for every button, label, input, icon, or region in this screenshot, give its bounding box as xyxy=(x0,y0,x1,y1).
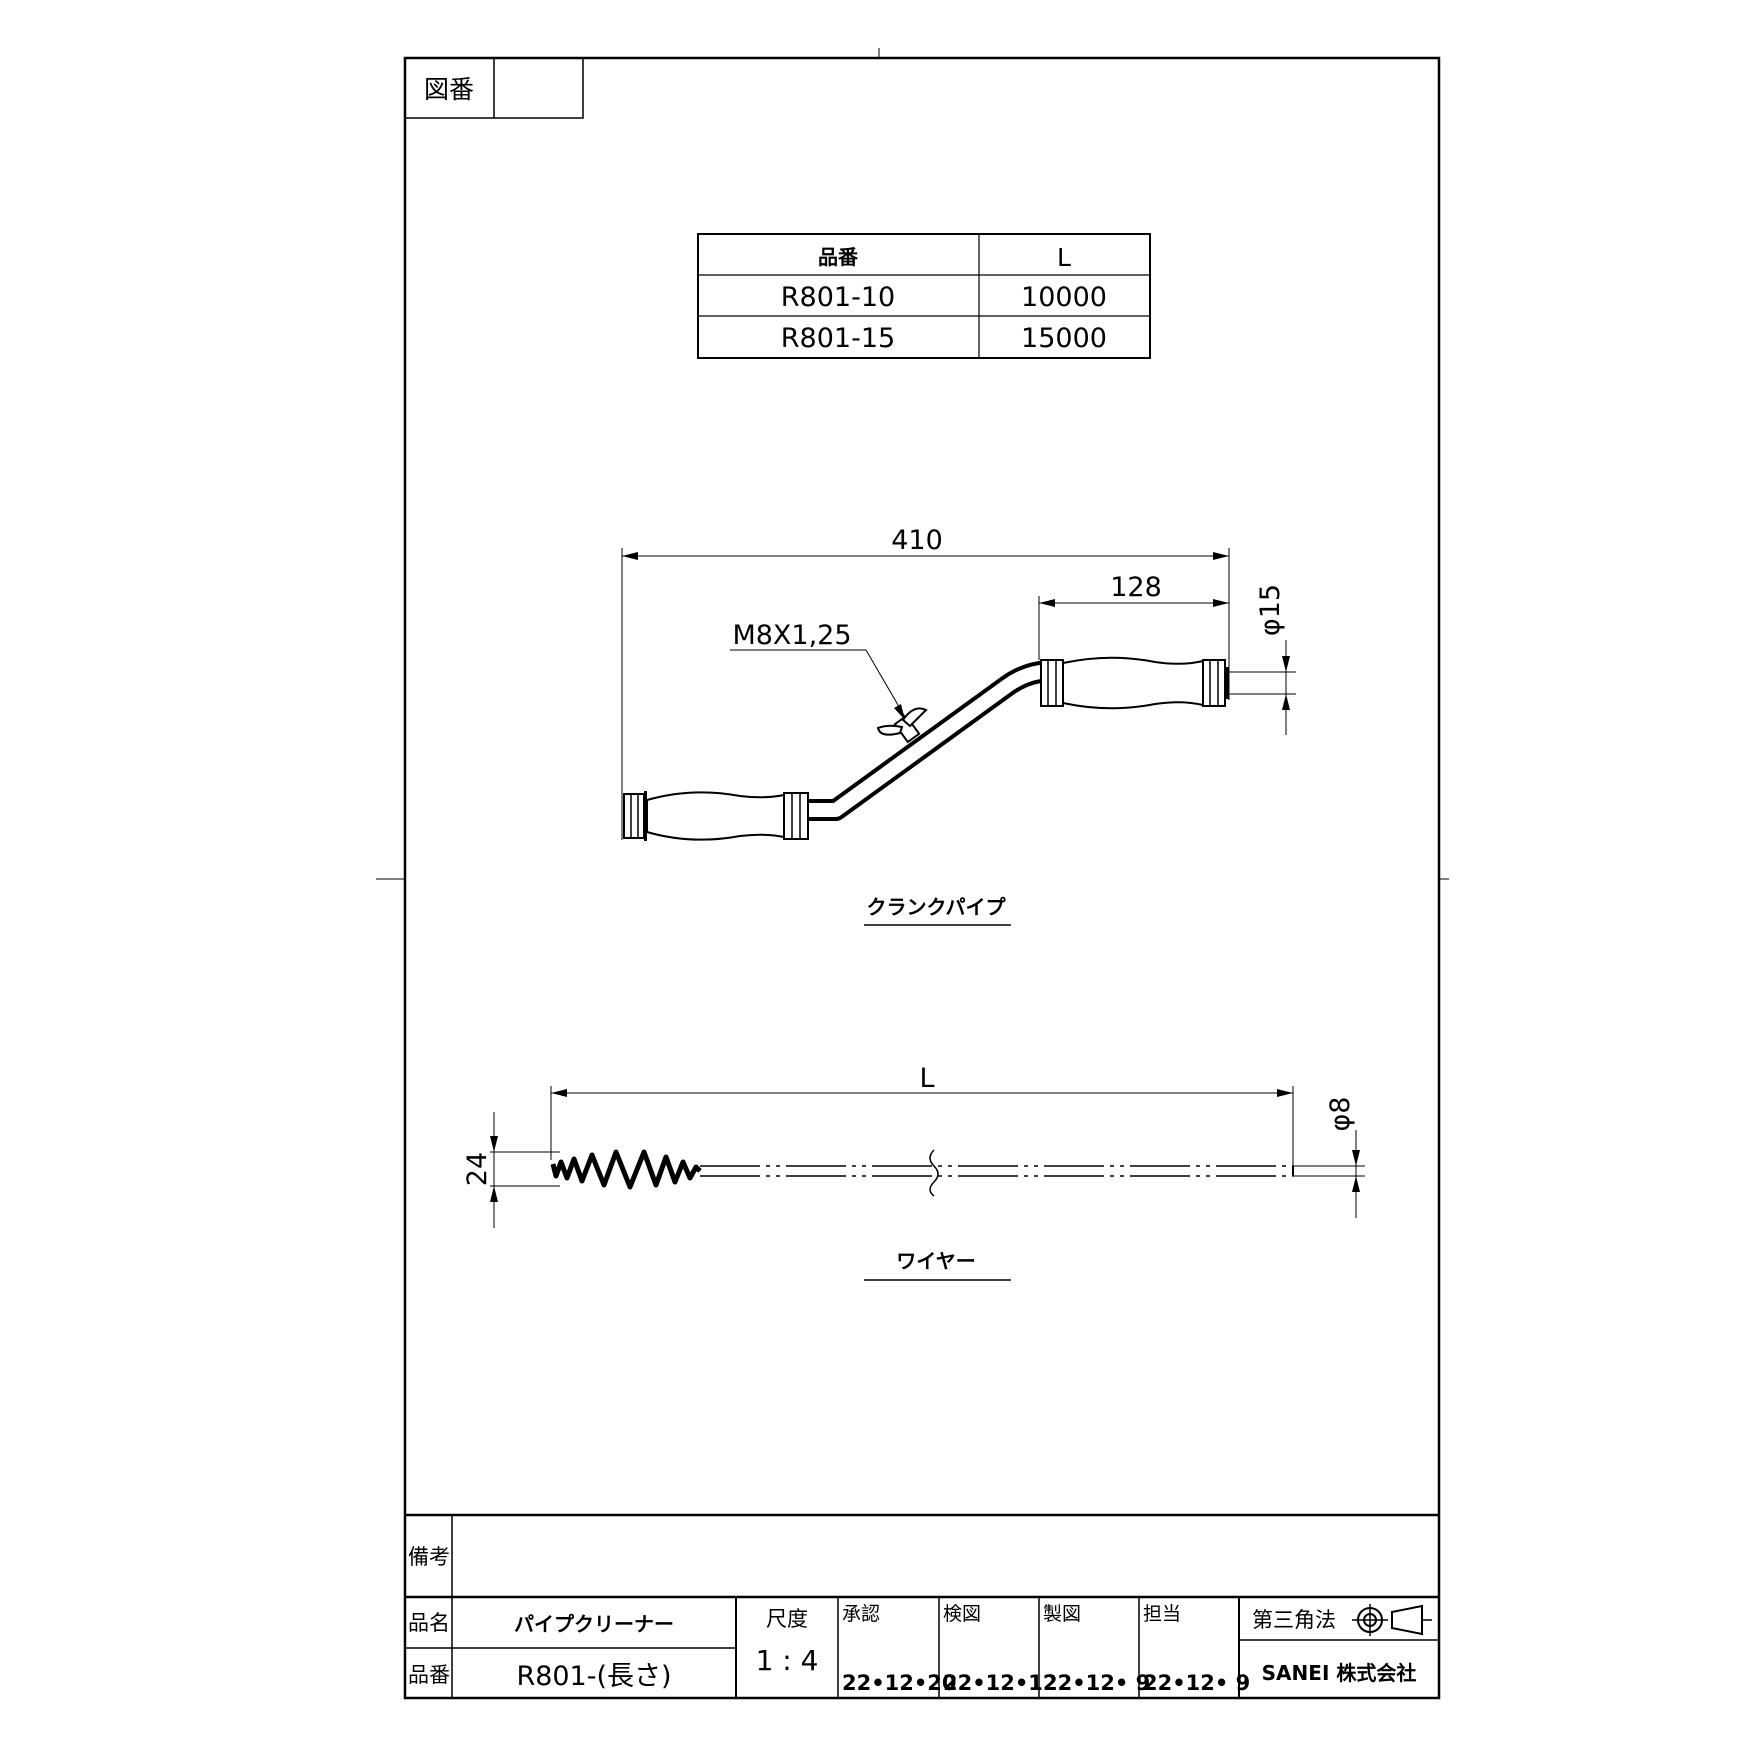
company-name: SANEI 株式会社 xyxy=(1262,1661,1417,1685)
product-name: パイプクリーナー xyxy=(514,1612,674,1636)
remarks-label: 備考 xyxy=(408,1545,450,1569)
arrowhead xyxy=(1213,599,1229,607)
drawing-number-box: 図番 xyxy=(404,57,584,119)
check-date: 22•12•12 xyxy=(943,1671,1058,1695)
arrowhead xyxy=(490,1186,498,1202)
size-table-cell-part: R801-10 xyxy=(781,282,895,313)
arrowhead xyxy=(1352,1176,1360,1192)
lower-handle xyxy=(623,791,809,841)
name-label: 品名 xyxy=(408,1611,450,1635)
person-in-charge-label: 担当 xyxy=(1143,1603,1181,1625)
size-table-cell-length: 10000 xyxy=(1021,282,1107,313)
dimension-head-text: 24 xyxy=(462,1152,493,1186)
drafted-date: 22•12• 9 xyxy=(1043,1671,1150,1695)
drawing-border xyxy=(403,56,1441,1700)
crank-pipe-view: 410 128 φ15 M8X1,25 xyxy=(621,525,1296,926)
check-label: 検図 xyxy=(943,1603,981,1625)
scale-label: 尺度 xyxy=(766,1607,808,1631)
wire-view: L 24 φ8 ワイヤー xyxy=(462,1063,1365,1281)
person-in-charge-date: 22•12• 9 xyxy=(1143,1671,1250,1695)
title-block: 備考 品名 パイプクリーナー 品番 R801-(長さ) 尺度 1 : 4 承認 … xyxy=(405,1513,1439,1698)
dimension-overall-text: 410 xyxy=(891,525,943,556)
arrowhead xyxy=(622,552,638,560)
size-table-header-part: 品番 xyxy=(818,245,859,269)
size-table-header-length: L xyxy=(1057,243,1071,272)
dimension-grip-text: 128 xyxy=(1110,572,1162,603)
spring-head xyxy=(550,1149,702,1190)
arrowhead xyxy=(490,1136,498,1152)
upper-handle xyxy=(1040,656,1229,710)
crank-rod-inner xyxy=(808,665,1047,817)
arrowhead xyxy=(1039,599,1055,607)
size-table: 品番 L R801-10 10000 R801-15 15000 xyxy=(697,233,1151,359)
size-table-cell-part: R801-15 xyxy=(781,323,895,354)
crank-pipe-caption: クランクパイプ xyxy=(867,895,1007,919)
dimension-diameter-text: φ15 xyxy=(1255,584,1286,636)
arrowhead xyxy=(894,704,905,720)
dimension-length-text: L xyxy=(919,1063,934,1094)
wing-nut xyxy=(876,707,928,744)
approval-date: 22•12•20 xyxy=(842,1671,957,1695)
arrowhead xyxy=(1352,1150,1360,1166)
thread-callout-text: M8X1,25 xyxy=(732,620,851,651)
wire-caption: ワイヤー xyxy=(896,1249,975,1273)
drafted-label: 製図 xyxy=(1043,1603,1081,1625)
scale-value: 1 : 4 xyxy=(756,1644,819,1677)
arrowhead xyxy=(1282,656,1290,672)
arrowhead xyxy=(1213,552,1229,560)
arrowhead xyxy=(1277,1089,1293,1097)
part-number-label: 品番 xyxy=(408,1663,450,1687)
arrowhead xyxy=(1282,694,1290,710)
approval-label: 承認 xyxy=(842,1603,880,1625)
size-table-cell-length: 15000 xyxy=(1021,323,1107,354)
break-symbol xyxy=(929,1149,939,1197)
part-number-value: R801-(長さ) xyxy=(516,1661,671,1692)
projection-label: 第三角法 xyxy=(1252,1608,1336,1632)
drawing-number-label: 図番 xyxy=(424,75,474,104)
arrowhead xyxy=(551,1089,567,1097)
dimension-diameter-text: φ8 xyxy=(1325,1097,1356,1132)
third-angle-projection-icon xyxy=(1352,1604,1432,1636)
